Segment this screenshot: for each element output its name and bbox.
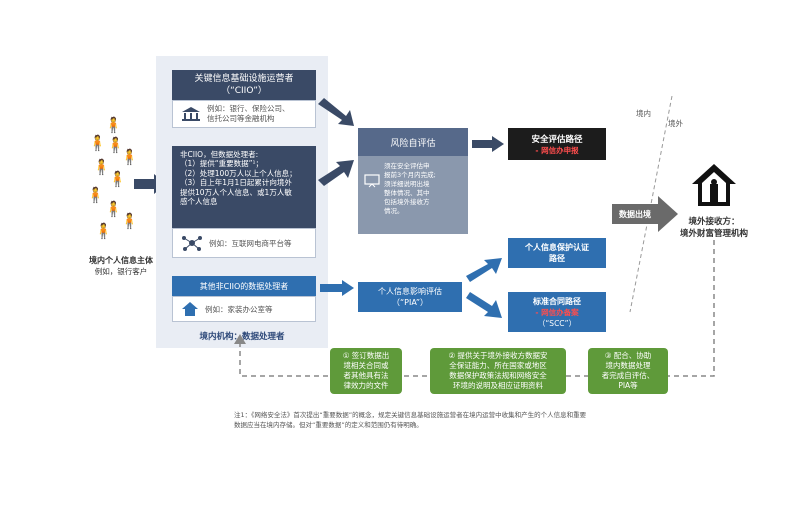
home-icon xyxy=(182,302,198,316)
step-3: ③ 配合、协助 境内数据处理 者完成自评估、 PIA等 xyxy=(588,348,668,394)
other-box: 其他非CIIO的数据处理者 xyxy=(172,276,316,296)
people-title: 境内个人信息主体 xyxy=(89,256,153,265)
security-sub: - 网信办申报 xyxy=(535,145,579,155)
security-box: 安全评估路径 - 网信办申报 xyxy=(508,128,606,160)
scc-abbr: （“SCC”） xyxy=(537,318,577,328)
exit-label: 数据出境 xyxy=(619,209,651,219)
border-line xyxy=(629,96,673,313)
cert-box: 个人信息保护认证 路径 xyxy=(508,238,606,268)
people-cluster: 🧍 🧍 🧍 🧍 🧍 🧍 🧍 🧍 🧍 🧍 xyxy=(84,118,144,252)
person-icon: 🧍 xyxy=(104,116,123,134)
risk-title: 风险自评估 xyxy=(358,128,468,156)
person-icon: 🧍 xyxy=(94,222,113,240)
security-title: 安全评估路径 xyxy=(531,134,583,145)
scc-box: 标准合同路径 - 网信办备案 （“SCC”） xyxy=(508,292,606,332)
non-ciio-example-text: 例如：互联网电商平台等 xyxy=(209,238,292,248)
domestic-footer: 境内机构：数据处理者 xyxy=(199,332,285,342)
person-icon: 🧍 xyxy=(120,212,139,230)
network-icon xyxy=(182,236,202,251)
scc-title: 标准合同路径 xyxy=(533,296,581,306)
scc-sub: - 网信办备案 xyxy=(535,307,579,317)
arrow-icon xyxy=(318,160,354,186)
other-example-text: 例如：家装办公室等 xyxy=(205,304,273,314)
people-subtitle: 例如，银行客户 xyxy=(94,267,148,276)
person-icon: 🧍 xyxy=(120,148,139,166)
bank-icon xyxy=(182,107,200,121)
arrow-icon xyxy=(466,292,502,318)
person-icon: 🧍 xyxy=(92,158,111,176)
boundary-outside: 境外 xyxy=(668,119,683,128)
other-example: 例如：家装办公室等 xyxy=(172,296,316,322)
step-2: ② 提供关于境外接收方数据安 全保证能力、所在国家或地区 数据保护政策法规和网络… xyxy=(430,348,566,394)
person-icon: 🧍 xyxy=(108,170,127,188)
ciio-example-text: 例如：银行、保险公司、 信托公司等金融机构 xyxy=(207,104,290,123)
arrow-icon xyxy=(612,196,678,232)
presentation-icon xyxy=(364,174,380,188)
building-icon xyxy=(692,164,736,206)
person-icon: 🧍 xyxy=(88,134,107,152)
ciio-box: 关键信息基础设施运营者 （“CIIO”） xyxy=(172,70,316,100)
arrow-icon xyxy=(320,280,354,296)
non-ciio-example: 例如：互联网电商平台等 xyxy=(172,228,316,258)
person-icon: 🧍 xyxy=(106,136,125,154)
arrow-icon xyxy=(466,258,502,282)
arrow-icon xyxy=(318,98,354,126)
person-icon: 🧍 xyxy=(86,186,105,204)
pia-box: 个人信息影响评估 （“PIA”） xyxy=(358,282,462,312)
receiver-title: 境外接收方： 境外财富管理机构 xyxy=(679,217,748,239)
ciio-example: 例如：银行、保险公司、 信托公司等金融机构 xyxy=(172,100,316,128)
risk-note: 须在安全评估申 报前3个月内完成; 须详细说明出境 整体情况、其中 包括境外接收… xyxy=(384,162,436,215)
boundary-inside: 境内 xyxy=(636,109,651,118)
risk-body: 须在安全评估申 报前3个月内完成; 须详细说明出境 整体情况、其中 包括境外接收… xyxy=(358,156,468,234)
non-ciio-box: 非CIIO，但数据处理者: （1）提供“重要数据”¹； （2）处理100万人以上… xyxy=(172,146,316,228)
step-1: ① 签订数据出 境相关合同或 者其他具有法 律效力的文件 xyxy=(330,348,402,394)
person-icon: 🧍 xyxy=(104,200,123,218)
arrow-icon xyxy=(472,136,504,152)
footnote: 注1：《网络安全法》首次提出“重要数据”的概念，规定关键信息基础设施运营者在境内… xyxy=(234,411,587,429)
